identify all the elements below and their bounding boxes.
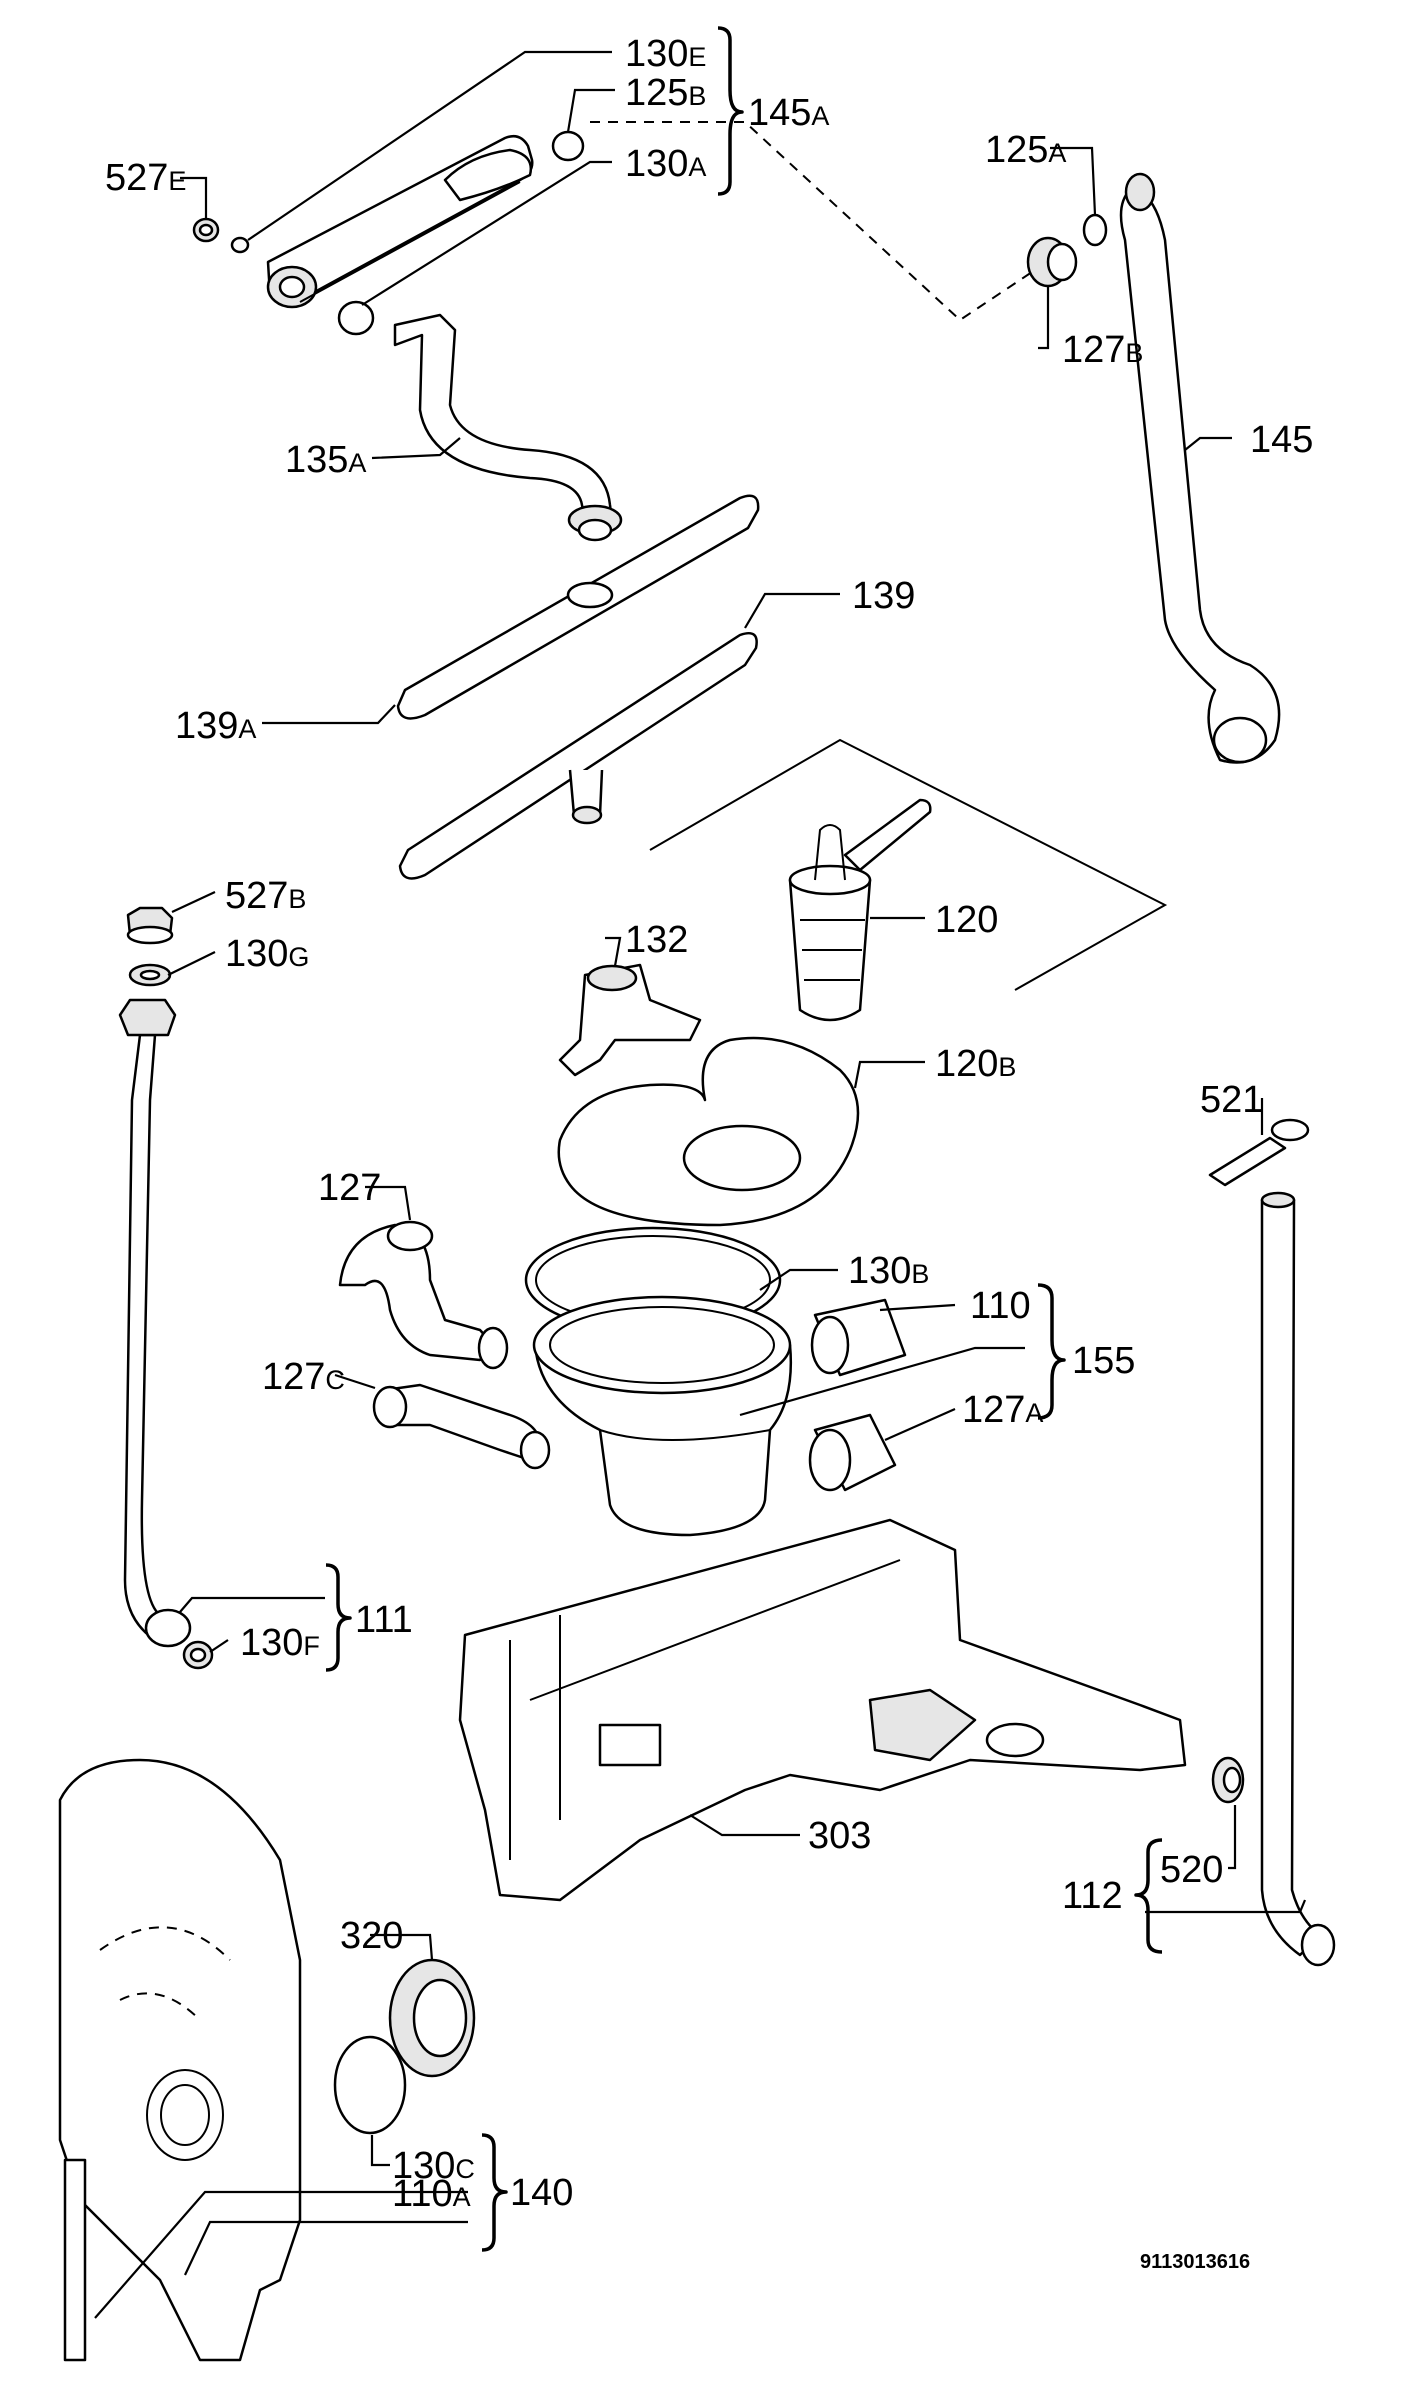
grommet-520-part[interactable] xyxy=(1211,1756,1245,1804)
label-527E: 527E xyxy=(105,157,186,199)
nut-527e-part[interactable] xyxy=(192,217,220,243)
label-127: 127 xyxy=(318,1167,381,1209)
label-120: 120 xyxy=(935,899,998,941)
label-127A: 127A xyxy=(962,1389,1043,1431)
label-303: 303 xyxy=(808,1815,871,1857)
base-303-part[interactable] xyxy=(458,1518,1187,1902)
brace-155 xyxy=(1037,1283,1066,1420)
label-135A: 135A xyxy=(285,439,366,481)
o-ring-130c-part[interactable] xyxy=(333,2035,407,2135)
label-111: 111 xyxy=(355,1599,413,1641)
label-145: 145 xyxy=(1250,419,1313,461)
brace-112 xyxy=(1134,1838,1163,1954)
nut-127b-part[interactable] xyxy=(1026,236,1078,288)
lower-spray-arm-139-part[interactable] xyxy=(398,631,758,880)
microfilter-120-part[interactable] xyxy=(788,798,932,1022)
diagram-code: 9113013616 xyxy=(1140,2251,1250,2273)
sleeve-110-part[interactable] xyxy=(810,1298,907,1377)
o-ring-130a-part[interactable] xyxy=(337,300,375,336)
label-139A: 139A xyxy=(175,705,256,747)
label-130B: 130B xyxy=(848,1250,929,1292)
label-527B: 527B xyxy=(225,875,306,917)
label-127C: 127C xyxy=(262,1356,345,1398)
label-125B: 125B xyxy=(625,72,706,114)
brace-111 xyxy=(325,1563,352,1672)
drain-hose-112-part[interactable] xyxy=(1260,1191,1336,1967)
upper-spray-arm-139a-part[interactable] xyxy=(396,494,760,720)
filter-box-outline xyxy=(649,738,1168,991)
label-130F: 130F xyxy=(240,1622,320,1664)
label-139: 139 xyxy=(852,575,915,617)
nut-130f-part[interactable] xyxy=(182,1640,214,1670)
drain-hose-145-part[interactable] xyxy=(1119,172,1281,764)
o-ring-130e-part[interactable] xyxy=(230,236,250,254)
label-521: 521 xyxy=(1200,1079,1263,1121)
label-145A: 145A xyxy=(748,92,829,134)
nut-527b-part[interactable] xyxy=(126,906,174,945)
label-132: 132 xyxy=(625,919,688,961)
brackets xyxy=(325,26,1163,2252)
callout-labels: 130E 125B 130A 145A 527E 125A 127B 145 1… xyxy=(105,33,1313,2215)
o-ring-125b-part[interactable] xyxy=(551,130,585,162)
sump-assembly-155-part[interactable] xyxy=(532,1295,793,1537)
label-125A: 125A xyxy=(985,129,1066,171)
sleeve-127a-part[interactable] xyxy=(808,1413,897,1492)
brace-145a xyxy=(717,26,744,196)
filter-seal-120b-part[interactable] xyxy=(557,1036,860,1227)
clip-521-part[interactable] xyxy=(1208,1118,1310,1187)
label-155: 155 xyxy=(1072,1340,1135,1382)
label-112: 112 xyxy=(1062,1875,1123,1917)
seal-125a-part[interactable] xyxy=(1082,213,1108,247)
ring-320-part[interactable] xyxy=(388,1958,476,2078)
leader-lines xyxy=(94,50,1307,2319)
label-120B: 120B xyxy=(935,1043,1016,1085)
brace-140 xyxy=(481,2133,508,2252)
supply-pipe-135a-part[interactable] xyxy=(393,313,623,542)
label-127B: 127B xyxy=(1062,329,1143,371)
label-130C: 130C xyxy=(392,2145,475,2187)
label-130E: 130E xyxy=(625,33,706,75)
label-110: 110 xyxy=(970,1285,1031,1327)
label-520: 520 xyxy=(1160,1849,1223,1891)
coarse-filter-132-part[interactable] xyxy=(558,963,702,1077)
hose-127c-part[interactable] xyxy=(372,1383,551,1470)
washer-130g-part[interactable] xyxy=(128,963,172,987)
water-hose-111-part[interactable] xyxy=(118,998,192,1648)
salt-container-140-part[interactable] xyxy=(58,1758,302,2362)
hose-127-part[interactable] xyxy=(338,1220,509,1370)
upper-supply-tube-part[interactable] xyxy=(266,135,534,309)
label-110A: 110A xyxy=(392,2173,471,2215)
label-140: 140 xyxy=(510,2172,573,2214)
label-130A: 130A xyxy=(625,143,706,185)
label-130G: 130G xyxy=(225,933,309,975)
label-320: 320 xyxy=(340,1915,403,1957)
